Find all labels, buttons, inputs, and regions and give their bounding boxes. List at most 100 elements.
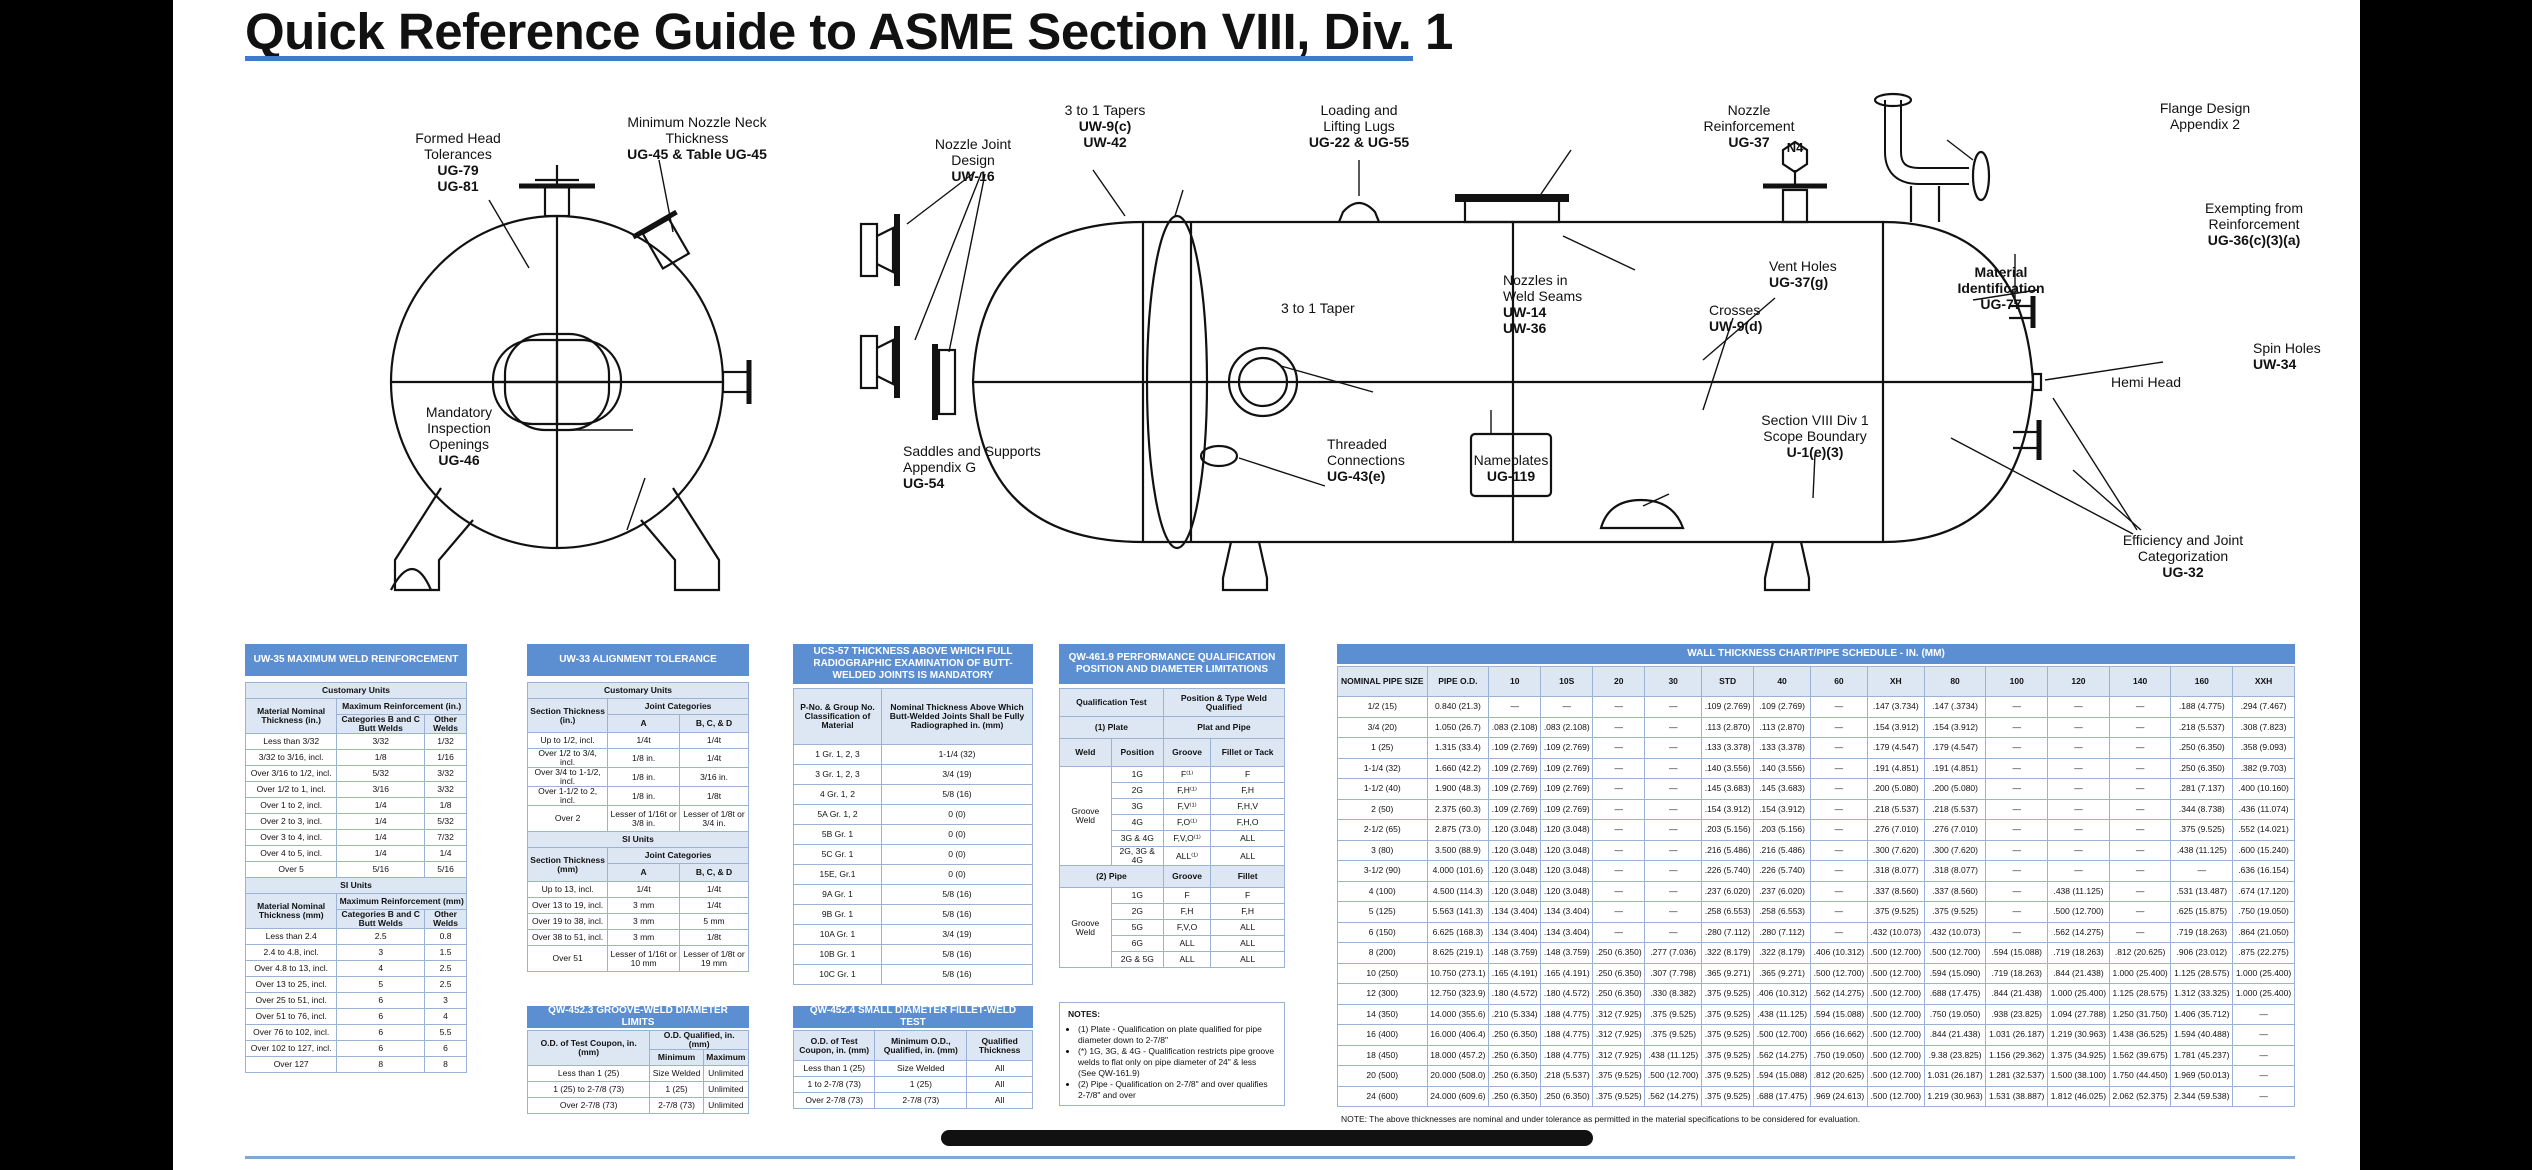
table-cell: 24 (600) <box>1337 1085 1428 1107</box>
table-cell: .200 (5.080) <box>1866 778 1925 800</box>
table-cell: .276 (7.010) <box>1923 819 1987 841</box>
table-cell: 6 <box>336 1008 426 1025</box>
table-cell: 2G <box>1110 782 1164 799</box>
column-header: XH <box>1866 666 1925 697</box>
label-line: Minimum Nozzle Neck <box>627 114 767 130</box>
table-cell: Less than 3/32 <box>244 733 338 750</box>
label-3to1-taper: 3 to 1 Taper <box>1281 300 1355 316</box>
table-cell: 24.000 (609.6) <box>1426 1085 1490 1107</box>
table-cell: .083 (2.108) <box>1540 716 1594 738</box>
table-cell: 2-7/8 (73) <box>874 1092 968 1109</box>
table-cell: 18 (450) <box>1337 1044 1428 1066</box>
label-line: Identification <box>1957 280 2045 296</box>
table-cell: — <box>1985 737 2049 759</box>
table-cell: F,H <box>1210 782 1285 799</box>
label-line: Lifting Lugs <box>1323 118 1395 134</box>
table-cell: 5/8 (16) <box>881 944 1033 965</box>
table-cell: 0 (0) <box>881 844 1033 865</box>
table-cell: Over 102 to 127, incl. <box>244 1040 338 1057</box>
table-cell: .719 (18.263) <box>2170 921 2234 943</box>
label-code: UG-119 <box>1486 468 1536 484</box>
ucs57-title: UCS-57 THICKNESS ABOVE WHICH FULL RADIOG… <box>793 644 1033 684</box>
table-cell: 1.900 (48.3) <box>1426 778 1490 800</box>
table-cell: 3/4 (20) <box>1337 716 1428 738</box>
table-cell: — <box>2047 696 2110 718</box>
table-row: 18 (450)18.000 (457.2).250 (6.350).188 (… <box>1337 1044 2295 1066</box>
table-cell: 4 Gr. 1, 2 <box>793 784 882 805</box>
table-cell: — <box>1985 901 2049 923</box>
table-cell: .140 (3.556) <box>1753 757 1811 779</box>
label-code: UG-77 <box>1980 296 2022 312</box>
table-cell: 2.875 (73.0) <box>1426 819 1490 841</box>
table-cell: .250 (6.350) <box>2170 737 2234 759</box>
table-cell: — <box>2232 1044 2295 1066</box>
table-cell: 1/4t <box>679 897 749 914</box>
table-cell: .179 (4.547) <box>1866 737 1925 759</box>
label-formed-head-code: UG-79 <box>437 162 479 178</box>
column-header: Minimum O.D., Qualified, in. (mm) <box>874 1030 968 1061</box>
table-cell: 16 (400) <box>1337 1024 1428 1046</box>
table-cell: Over 1/2 to 3/4, incl. <box>526 748 609 768</box>
table-cell: 3.500 (88.9) <box>1426 839 1490 861</box>
table-cell: Less than 1 (25) <box>792 1060 876 1077</box>
table-row: 1-1/4 (32)1.660 (42.2).109 (2.769).109 (… <box>1337 757 2295 779</box>
label-line: Categorization <box>2137 548 2229 564</box>
nozzle-joint-details <box>859 214 957 420</box>
table-cell: .500 (12.700) <box>1866 942 1925 964</box>
table-cell: 1.050 (26.7) <box>1426 716 1490 738</box>
home-indicator-bar[interactable] <box>941 1130 1593 1146</box>
table-cell: .307 (7.798) <box>1644 962 1703 984</box>
table-cell: 3-1/2 (90) <box>1337 860 1428 882</box>
column-header: 60 <box>1810 666 1868 697</box>
ucs57-table: P-No. & Group No. Classification of Mate… <box>793 688 1033 985</box>
table-cell: .875 (22.275) <box>2232 942 2295 964</box>
table-cell: 3 Gr. 1, 2, 3 <box>793 764 882 785</box>
table-cell: .312 (7.925) <box>1592 1003 1646 1025</box>
table-cell: 1.594 (40.488) <box>2170 1024 2234 1046</box>
table-cell: .120 (3.048) <box>1488 839 1542 861</box>
table-cell: 2G <box>1110 903 1164 920</box>
table-cell: .134 (3.404) <box>1540 901 1594 923</box>
table-cell: 1.312 (33.325) <box>2170 983 2234 1005</box>
table-cell: .154 (3.912) <box>1701 798 1755 820</box>
table-cell: .844 (21.438) <box>1985 983 2049 1005</box>
table-cell: .500 (12.700) <box>1866 962 1925 984</box>
qw4619-title: QW-461.9 PERFORMANCE QUALIFICATION POSIT… <box>1059 644 1285 684</box>
wall-rows: 1/2 (15)0.840 (21.3)————.109 (2.769).109… <box>1337 696 2295 1107</box>
table-cell: .280 (7.112) <box>1701 921 1755 943</box>
table-cell: F,H,V <box>1210 798 1285 815</box>
column-header: STD <box>1701 666 1755 697</box>
table-cell: .375 (9.525) <box>1866 901 1925 923</box>
table-cell: .500 (12.700) <box>1866 1044 1925 1066</box>
table-cell: .636 (16.154) <box>2232 860 2295 882</box>
table-cell: 5 mm <box>679 913 749 930</box>
table-cell: 1.250 (31.750) <box>2108 1003 2172 1025</box>
table-cell: .218 (5.537) <box>1923 798 1987 820</box>
table-cell: Lesser of 1/8t or 3/4 in. <box>679 805 749 832</box>
table-cell: .750 (19.050) <box>1923 1003 1987 1025</box>
table-cell: .906 (23.012) <box>2170 942 2234 964</box>
table-cell: .250 (6.350) <box>1592 962 1646 984</box>
column-header: Joint Categories <box>607 847 749 864</box>
label-code: UG-45 & Table UG-45 <box>627 146 767 162</box>
page-title: Quick Reference Guide to ASME Section VI… <box>245 3 1453 60</box>
column-header: Other Welds <box>424 909 467 929</box>
table-cell: .120 (3.048) <box>1540 839 1594 861</box>
table-cell: 5.5 <box>424 1024 467 1041</box>
table-cell: 1.438 (36.525) <box>2108 1024 2172 1046</box>
table-cell: .276 (7.010) <box>1866 819 1925 841</box>
